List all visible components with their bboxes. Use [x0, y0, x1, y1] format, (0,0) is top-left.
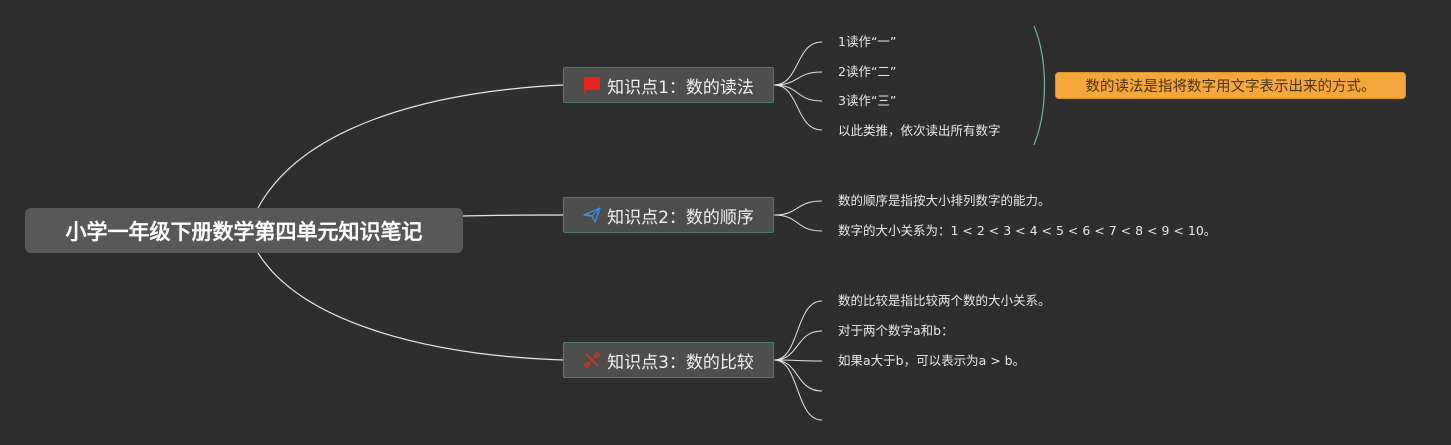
- leaf-topic3-2[interactable]: 对于两个数字a和b：: [838, 323, 954, 338]
- tools-icon: [583, 351, 601, 369]
- leaf-topic1-4[interactable]: 以此类推，依次读出所有数字: [838, 123, 1001, 138]
- summary-text: 数的读法是指将数字用文字表示出来的方式。: [1085, 79, 1376, 95]
- leaf-topic3-1[interactable]: 数的比较是指比较两个数的大小关系。: [838, 293, 1051, 308]
- topic-label: 知识点3：数的比较: [607, 352, 754, 373]
- connector-root-topic1: [257, 84, 564, 209]
- leaf-topic1-2[interactable]: 2读作“二”: [838, 64, 897, 79]
- connector-root-topic3: [257, 252, 564, 361]
- topic-label: 知识点1：数的读法: [607, 77, 754, 98]
- connector-root-topic2: [462, 214, 564, 217]
- leaf-topic2-2[interactable]: 数字的大小关系为：1 < 2 < 3 < 4 < 5 < 6 < 7 < 8 <…: [838, 223, 1217, 238]
- topic-node-comparison[interactable]: 知识点3：数的比较: [563, 342, 774, 378]
- summary-bracket: [1033, 25, 1046, 146]
- connectors-topic2: [773, 200, 823, 232]
- topic-node-reading[interactable]: 知识点1：数的读法: [563, 67, 774, 103]
- red-flag-icon: [583, 76, 601, 94]
- leaf-topic2-1[interactable]: 数的顺序是指按大小排列数字的能力。: [838, 193, 1051, 208]
- root-node[interactable]: 小学一年级下册数学第四单元知识笔记: [25, 208, 463, 253]
- paper-plane-icon: [583, 206, 601, 224]
- topic-node-order[interactable]: 知识点2：数的顺序: [563, 197, 774, 233]
- leaf-topic1-1[interactable]: 1读作“一”: [838, 34, 897, 49]
- leaf-topic3-3[interactable]: 如果a大于b，可以表示为a > b。: [838, 353, 1026, 368]
- connectors-topic1: [773, 41, 823, 131]
- connectors-topic3: [773, 300, 823, 421]
- root-title: 小学一年级下册数学第四单元知识笔记: [65, 219, 423, 244]
- summary-note[interactable]: 数的读法是指将数字用文字表示出来的方式。: [1055, 72, 1406, 99]
- topic-label: 知识点2：数的顺序: [607, 207, 754, 228]
- leaf-topic1-3[interactable]: 3读作“三”: [838, 93, 897, 108]
